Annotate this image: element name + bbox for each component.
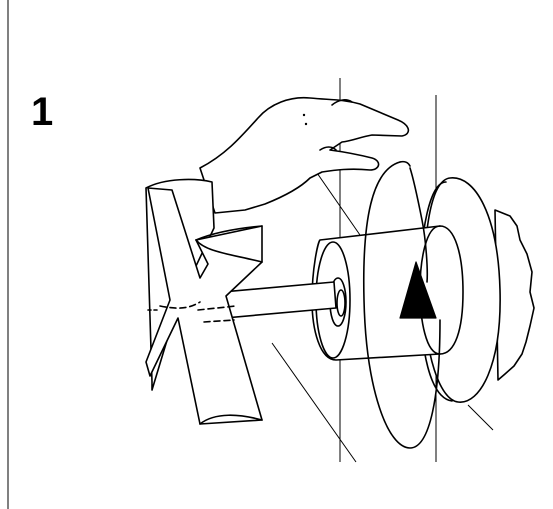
arrow-up-icon: [399, 261, 437, 319]
step-number: 1: [31, 90, 54, 134]
hand-icon: [199, 96, 410, 214]
leader-line-right: [467, 404, 494, 431]
leader-line-bottom: [271, 342, 357, 463]
cross-handle: [145, 178, 263, 425]
rotation-ring: [362, 160, 441, 449]
